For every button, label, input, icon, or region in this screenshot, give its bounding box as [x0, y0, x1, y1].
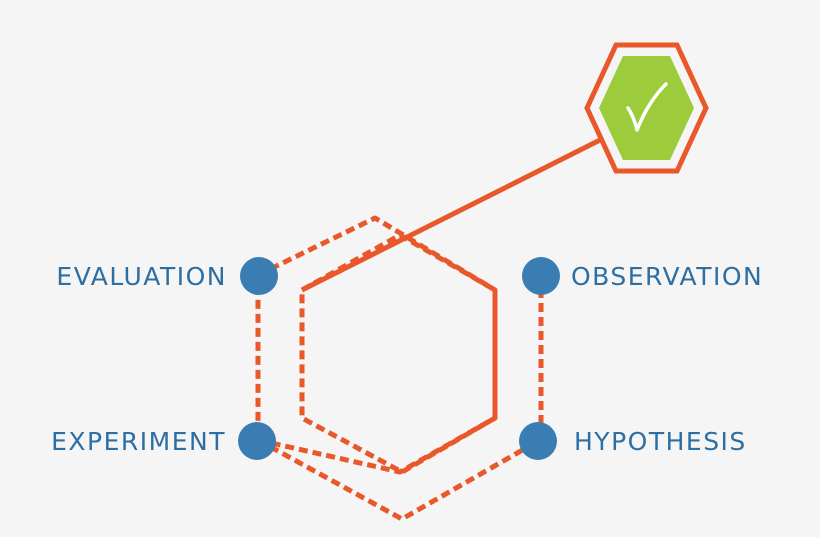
success-badge [584, 42, 709, 174]
evaluation-node [240, 257, 278, 295]
observation-node [522, 257, 560, 295]
hypothesis-label: HYPOTHESIS [574, 427, 747, 456]
hypothesis-node [519, 422, 557, 460]
outer-bottom-dashed-path [256, 437, 542, 522]
evaluation-label: EVALUATION [56, 262, 227, 291]
badge-outer-hexagon [584, 42, 709, 174]
outer-dashed-cycle-path [255, 215, 498, 475]
inner-dashed-hexagon [299, 232, 498, 475]
experiment-label: EXPERIMENT [51, 427, 226, 456]
connector-line [300, 137, 602, 293]
experiment-node [238, 422, 276, 460]
observation-label: OBSERVATION [571, 262, 763, 291]
check-icon [626, 82, 668, 132]
